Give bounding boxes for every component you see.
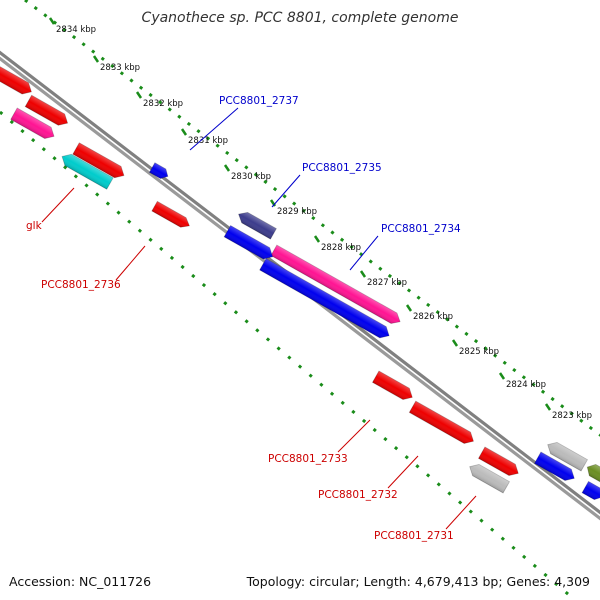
gene-red-3[interactable]: [72, 142, 127, 181]
gene-label[interactable]: PCC8801_2737: [219, 95, 299, 107]
gene-red-5[interactable]: [371, 370, 416, 403]
tick-mark: [223, 164, 231, 172]
gene-blue-4[interactable]: [533, 451, 578, 484]
gene-label-leader: [271, 174, 301, 208]
gene-navy-1[interactable]: [236, 209, 277, 240]
tick-mark: [359, 270, 367, 278]
gene-blue-small[interactable]: [148, 162, 170, 181]
gene-label-leader: [349, 235, 379, 271]
tick-label: 2827 kbp: [367, 278, 407, 288]
gene-red-6[interactable]: [408, 400, 476, 447]
genome-summary-text: Topology: circular; Length: 4,679,413 bp…: [246, 574, 590, 589]
gene-grey-1[interactable]: [467, 461, 511, 494]
gene-cyan-1[interactable]: [59, 151, 114, 190]
tick-mark: [498, 372, 506, 380]
gene-grey-2[interactable]: [545, 439, 589, 472]
tick-label: 2834 kbp: [56, 25, 96, 35]
tick-label: 2830 kbp: [231, 172, 271, 182]
gene-label[interactable]: PCC8801_2735: [302, 162, 382, 174]
gene-red-2[interactable]: [24, 94, 71, 128]
tick-mark: [180, 128, 188, 136]
tick-mark: [313, 235, 321, 243]
tick-label: 2825 kbp: [459, 347, 499, 357]
gene-label-leader: [387, 455, 419, 489]
tick-label: 2831 kbp: [188, 136, 228, 146]
gene-red-1[interactable]: [0, 65, 35, 97]
gene-pink-2[interactable]: [270, 244, 403, 327]
gene-blue-5[interactable]: [581, 480, 600, 502]
gene-label-leader: [189, 107, 239, 151]
gene-red-7[interactable]: [477, 446, 522, 479]
gene-label[interactable]: PCC8801_2736: [41, 279, 121, 291]
tick-mark: [48, 17, 56, 25]
gene-label-leader: [337, 419, 371, 453]
tick-label: 2823 kbp: [552, 411, 592, 421]
tick-mark: [451, 339, 459, 347]
tick-label: 2828 kbp: [321, 243, 361, 253]
tick-label: 2824 kbp: [506, 380, 546, 390]
gene-label[interactable]: PCC8801_2732: [318, 489, 398, 501]
gene-label[interactable]: PCC8801_2733: [268, 453, 348, 465]
gene-olive-1[interactable]: [584, 461, 600, 484]
tick-label: 2833 kbp: [100, 63, 140, 73]
gene-red-4[interactable]: [151, 200, 192, 230]
accession-text: Accession: NC_011726: [9, 574, 152, 589]
tick-label: 2829 kbp: [277, 207, 317, 217]
gene-label[interactable]: PCC8801_2731: [374, 530, 454, 542]
gene-label-leader: [41, 187, 75, 223]
tick-mark: [544, 403, 552, 411]
gene-pink-1[interactable]: [10, 107, 57, 142]
tick-mark: [92, 55, 100, 63]
gene-label-leader: [115, 245, 146, 281]
tick-label: 2832 kbp: [143, 99, 183, 109]
tick-label: 2826 kbp: [413, 312, 453, 322]
gene-label[interactable]: PCC8801_2734: [381, 223, 461, 235]
tick-mark: [135, 91, 143, 99]
gene-blue-3[interactable]: [259, 258, 393, 342]
tick-mark: [405, 304, 413, 312]
gene-blue-2[interactable]: [223, 224, 276, 263]
gene-label-leader: [445, 495, 477, 530]
genome-title: Cyanothece sp. PCC 8801, complete genome: [141, 10, 459, 26]
outer-tick-row: [24, 0, 600, 437]
gene-label[interactable]: glk: [26, 220, 43, 232]
